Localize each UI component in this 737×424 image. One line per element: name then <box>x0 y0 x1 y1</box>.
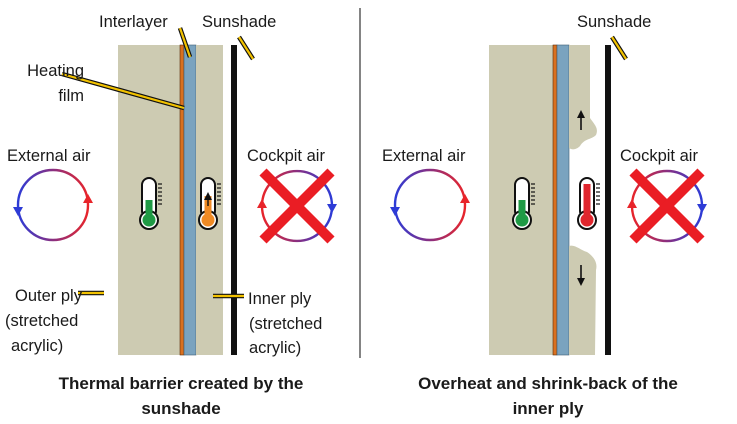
cross-icon <box>259 168 335 244</box>
circulation-arrow-icon <box>257 169 337 243</box>
label-outer-ply-1: Outer ply <box>15 287 83 305</box>
thermometer-icon <box>139 177 162 230</box>
circulation-arrow-icon <box>627 169 707 243</box>
label-external-air: External air <box>7 147 91 165</box>
label-inner-ply-1: Inner ply <box>248 290 312 308</box>
inner-ply-shrunk-bottom <box>569 245 597 355</box>
thermometer-icon <box>198 177 221 230</box>
label-inner-ply-3: acrylic) <box>249 339 301 357</box>
right-panel: Sunshade External air Cockpit air <box>382 13 707 418</box>
label-sunshade: Sunshade <box>577 13 651 31</box>
interlayer <box>183 44 197 356</box>
leader-lines <box>61 27 255 299</box>
sunshade <box>231 45 237 355</box>
caption-left-2: sunshade <box>141 399 220 418</box>
caption-left-1: Thermal barrier created by the <box>59 374 304 393</box>
interlayer <box>556 44 570 356</box>
left-panel: Interlayer Sunshade Heating film Externa… <box>5 13 337 418</box>
label-heating-film-1: Heating <box>27 62 84 80</box>
circulation-arrow-icon <box>390 168 470 242</box>
heating-film <box>179 44 185 356</box>
label-interlayer: Interlayer <box>99 13 168 31</box>
label-cockpit-air: Cockpit air <box>620 147 698 165</box>
label-outer-ply-2: (stretched <box>5 312 78 330</box>
caption-right-2: inner ply <box>513 399 584 418</box>
sunshade <box>605 45 611 355</box>
label-sunshade: Sunshade <box>202 13 276 31</box>
label-outer-ply-3: acrylic) <box>11 337 63 355</box>
heating-film <box>552 44 558 356</box>
inner-ply-shrunk-top <box>569 45 597 150</box>
label-cockpit-air: Cockpit air <box>247 147 325 165</box>
label-heating-film-2: film <box>58 87 84 105</box>
label-external-air: External air <box>382 147 466 165</box>
thermometer-icon <box>512 177 535 230</box>
caption-right-1: Overheat and shrink-back of the <box>418 374 678 393</box>
circulation-arrow-icon <box>13 168 93 242</box>
label-inner-ply-2: (stretched <box>249 315 322 333</box>
cross-icon <box>629 168 705 244</box>
thermometer-icon <box>577 177 600 230</box>
